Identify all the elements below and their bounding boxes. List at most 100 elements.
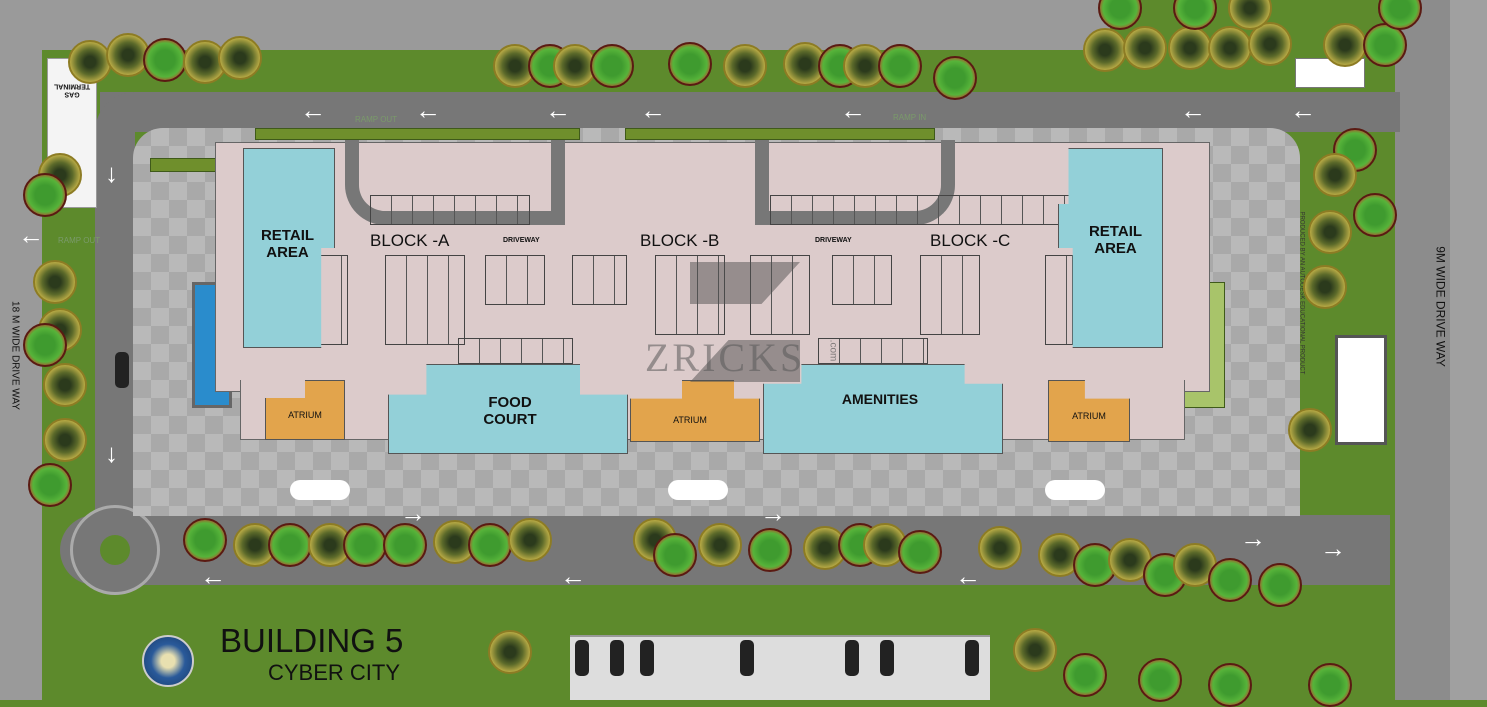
tree-icon <box>43 363 87 407</box>
tree-icon <box>698 523 742 567</box>
tree-icon <box>1308 663 1352 707</box>
tree-icon <box>23 173 67 217</box>
tree-icon <box>1013 628 1057 672</box>
tree-icon <box>878 44 922 88</box>
parking-bays <box>1045 255 1073 345</box>
atrium-2-label: ATRIUM <box>673 415 707 425</box>
hedge <box>625 128 935 140</box>
roundabout-island <box>100 535 130 565</box>
amenities-label: AMENITIES <box>841 391 919 407</box>
arrow-right-icon: → <box>1320 533 1346 563</box>
car-icon <box>845 640 859 676</box>
watermark-suffix: .com <box>827 339 839 362</box>
ramp-out-left-label: RAMP OUT <box>58 236 101 245</box>
arrow-right-icon: → <box>400 498 426 528</box>
internal-road-left <box>95 92 135 572</box>
tree-icon <box>723 44 767 88</box>
tree-icon <box>508 518 552 562</box>
ramp-in-label: RAMP IN <box>893 113 927 122</box>
arrow-left-icon: ← <box>18 220 44 250</box>
arrow-right-icon: → <box>1240 523 1266 553</box>
car-icon <box>965 640 979 676</box>
arrow-left-icon: ← <box>415 95 441 125</box>
tree-icon <box>1208 663 1252 707</box>
block-a-label: BLOCK -A <box>370 231 450 250</box>
tree-icon <box>1083 28 1127 72</box>
block-c-label: BLOCK -C <box>930 231 1011 250</box>
tree-icon <box>1063 653 1107 697</box>
amenities <box>763 364 1003 454</box>
tree-icon <box>1258 563 1302 607</box>
top-road <box>0 0 1110 50</box>
arrow-left-icon: ← <box>1290 95 1316 125</box>
tree-icon <box>653 533 697 577</box>
car-icon <box>880 640 894 676</box>
arrow-left-icon: ← <box>955 561 981 591</box>
arrow-left-icon: ← <box>545 95 571 125</box>
tree-icon <box>553 44 597 88</box>
parking-bays <box>920 255 980 335</box>
tree-icon <box>1138 658 1182 702</box>
arrow-left-icon: ← <box>200 561 226 591</box>
tree-icon <box>1303 265 1347 309</box>
car-icon <box>640 640 654 676</box>
tree-icon <box>218 36 262 80</box>
drop-off-island <box>290 480 350 500</box>
watermark-text: ZRICKS <box>645 335 806 380</box>
service-block <box>1335 335 1387 445</box>
tree-icon <box>898 530 942 574</box>
parking-bays <box>485 255 545 305</box>
parking-bays <box>385 255 465 345</box>
retail-area-left-label: RETAIL AREA <box>260 227 315 261</box>
tree-icon <box>1208 558 1252 602</box>
page-title: BUILDING 5 <box>220 622 404 659</box>
tree-icon <box>143 38 187 82</box>
hedge <box>255 128 580 140</box>
arrow-down-icon: ↓ <box>105 158 118 188</box>
arrow-right-icon: → <box>760 498 786 528</box>
parking-bays <box>458 338 573 364</box>
tree-icon <box>590 44 634 88</box>
arrow-left-icon: ← <box>1180 95 1206 125</box>
tree-icon <box>978 526 1022 570</box>
retail-area-left <box>243 148 335 348</box>
driveway-label: DRIVEWAY <box>503 237 540 244</box>
atrium-1-label: ATRIUM <box>288 410 322 420</box>
tree-icon <box>43 418 87 462</box>
driveway-label: DRIVEWAY <box>815 237 852 244</box>
tree-icon <box>1038 533 1082 577</box>
tree-icon <box>1353 193 1397 237</box>
tree-icon <box>1288 408 1332 452</box>
car-icon <box>740 640 754 676</box>
compass-icon <box>142 635 194 687</box>
parking-lot <box>570 635 990 700</box>
arrow-left-icon: ← <box>560 561 586 591</box>
tree-icon <box>1173 0 1217 30</box>
tree-icon <box>183 518 227 562</box>
internal-road-top <box>100 92 1400 132</box>
drop-off-island <box>1045 480 1105 500</box>
tree-icon <box>1168 26 1212 70</box>
parking-bays <box>572 255 627 305</box>
tree-icon <box>383 523 427 567</box>
tree-icon <box>1208 26 1252 70</box>
drive-way-left-label: 18 M WIDE DRIVE WAY <box>9 301 21 410</box>
tree-icon <box>933 56 977 100</box>
tree-icon <box>668 42 712 86</box>
tree-icon <box>23 323 67 367</box>
right-road-edge <box>1450 0 1487 700</box>
tree-icon <box>343 523 387 567</box>
arrow-left-icon: ← <box>840 95 866 125</box>
drop-off-island <box>668 480 728 500</box>
retail-area-right-label: RETAIL AREA <box>1088 223 1143 257</box>
parking-bays <box>832 255 892 305</box>
parking-bays <box>818 338 928 364</box>
tree-icon <box>28 463 72 507</box>
tree-icon <box>488 630 532 674</box>
tree-icon <box>33 260 77 304</box>
tree-icon <box>68 40 112 84</box>
arrow-left-icon: ← <box>640 95 666 125</box>
tree-icon <box>748 528 792 572</box>
tree-icon <box>1313 153 1357 197</box>
arrow-down-icon: ↓ <box>105 438 118 468</box>
